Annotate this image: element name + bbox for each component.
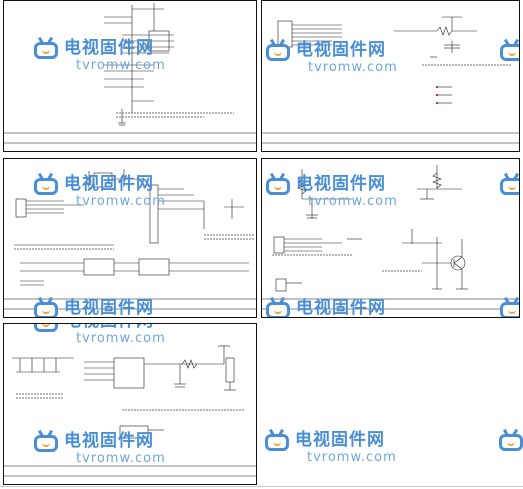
page-bottom-rule — [0, 486, 523, 487]
schematic-drawing — [262, 165, 519, 310]
tv-icon — [265, 428, 291, 451]
schematic-drawing — [262, 16, 519, 144]
watermark-en-text: tvromw.com — [307, 450, 397, 465]
schematic-drawing — [4, 3, 256, 144]
schematic-sheet-2: 电视固件网 tvromw.com — [261, 0, 520, 152]
watermark-cn-text: 电视固件网 — [295, 430, 385, 450]
watermark-partial — [499, 428, 523, 451]
schematic-sheet-1: 电视固件网 tvromw.com — [3, 0, 257, 152]
schematic-drawing — [4, 345, 256, 477]
tv-icon — [499, 428, 523, 451]
watermark: 电视固件网 tvromw.com — [265, 428, 397, 465]
schematic-sheet-4: 电视固件网 tvromw.com 电视固件网 tvromw.com — [261, 158, 520, 318]
schematic-sheet-5: 电视固件网 tvromw.com 电视固件网 tvromw.com — [3, 323, 257, 485]
schematic-drawing — [4, 169, 256, 310]
schematic-sheet-3: 电视固件网 tvromw.com 电视固件网 tvromw.com — [3, 158, 257, 318]
